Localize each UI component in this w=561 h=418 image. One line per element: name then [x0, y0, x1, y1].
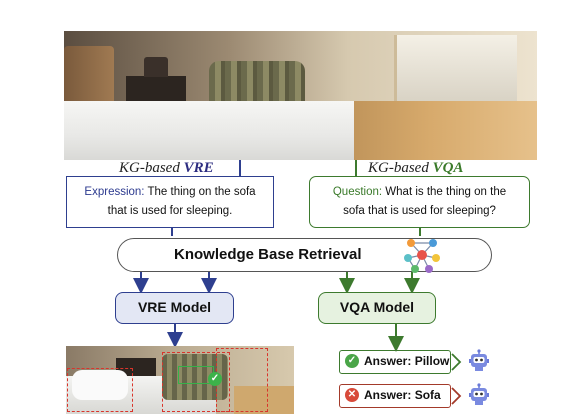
- answer-pointers: [451, 353, 462, 405]
- lamp: [144, 57, 168, 77]
- robot-icon: [469, 349, 489, 371]
- answer-value: Pillow: [414, 354, 450, 368]
- expression-box: Expression: The thing on the sofa that i…: [66, 176, 274, 228]
- question-box: Question: What is the thing on the sofa …: [309, 176, 530, 228]
- expression-label: Expression:: [84, 186, 145, 198]
- question-text-line1: What is the thing on the: [385, 186, 507, 198]
- answer-value: Sofa: [414, 388, 441, 402]
- robot-icon: [469, 383, 489, 405]
- candidate-box-bed: [67, 368, 133, 412]
- knowledge-base-label: Knowledge Base Retrieval: [174, 246, 362, 263]
- cross-icon: ✕: [345, 388, 359, 402]
- bed: [64, 101, 354, 160]
- question-label: Question:: [332, 186, 383, 198]
- answer-label: Answer:: [364, 388, 412, 402]
- vre-title: KG-based VRE: [119, 160, 214, 176]
- knowledge-graph-icon: [404, 239, 440, 273]
- wooden-floor: [234, 386, 294, 414]
- bedroom-photo: [64, 31, 537, 160]
- vqa-title: KG-based VQA: [368, 160, 464, 176]
- answer-label: Answer:: [364, 354, 412, 368]
- vqa-model-box: VQA Model: [318, 292, 436, 324]
- candidate-box-sofa: [162, 352, 230, 412]
- vre-model-box: VRE Model: [115, 292, 234, 324]
- expression-text-line1: The thing on the sofa: [147, 186, 256, 198]
- window: [394, 35, 517, 103]
- vre-result-photo: ✓: [66, 346, 294, 414]
- question-text-line2: sofa that is used for sleeping?: [343, 205, 496, 217]
- answer-correct: ✓ Answer: Pillow: [339, 350, 451, 374]
- headboard: [64, 46, 114, 106]
- check-icon: ✓: [345, 354, 359, 368]
- check-icon: ✓: [208, 372, 222, 386]
- candidate-box-right: [216, 348, 268, 412]
- expression-text-line2: that is used for sleeping.: [107, 205, 233, 217]
- answer-wrong: ✕ Answer: Sofa: [339, 384, 451, 408]
- wooden-floor: [324, 101, 537, 160]
- pillow: [72, 370, 128, 400]
